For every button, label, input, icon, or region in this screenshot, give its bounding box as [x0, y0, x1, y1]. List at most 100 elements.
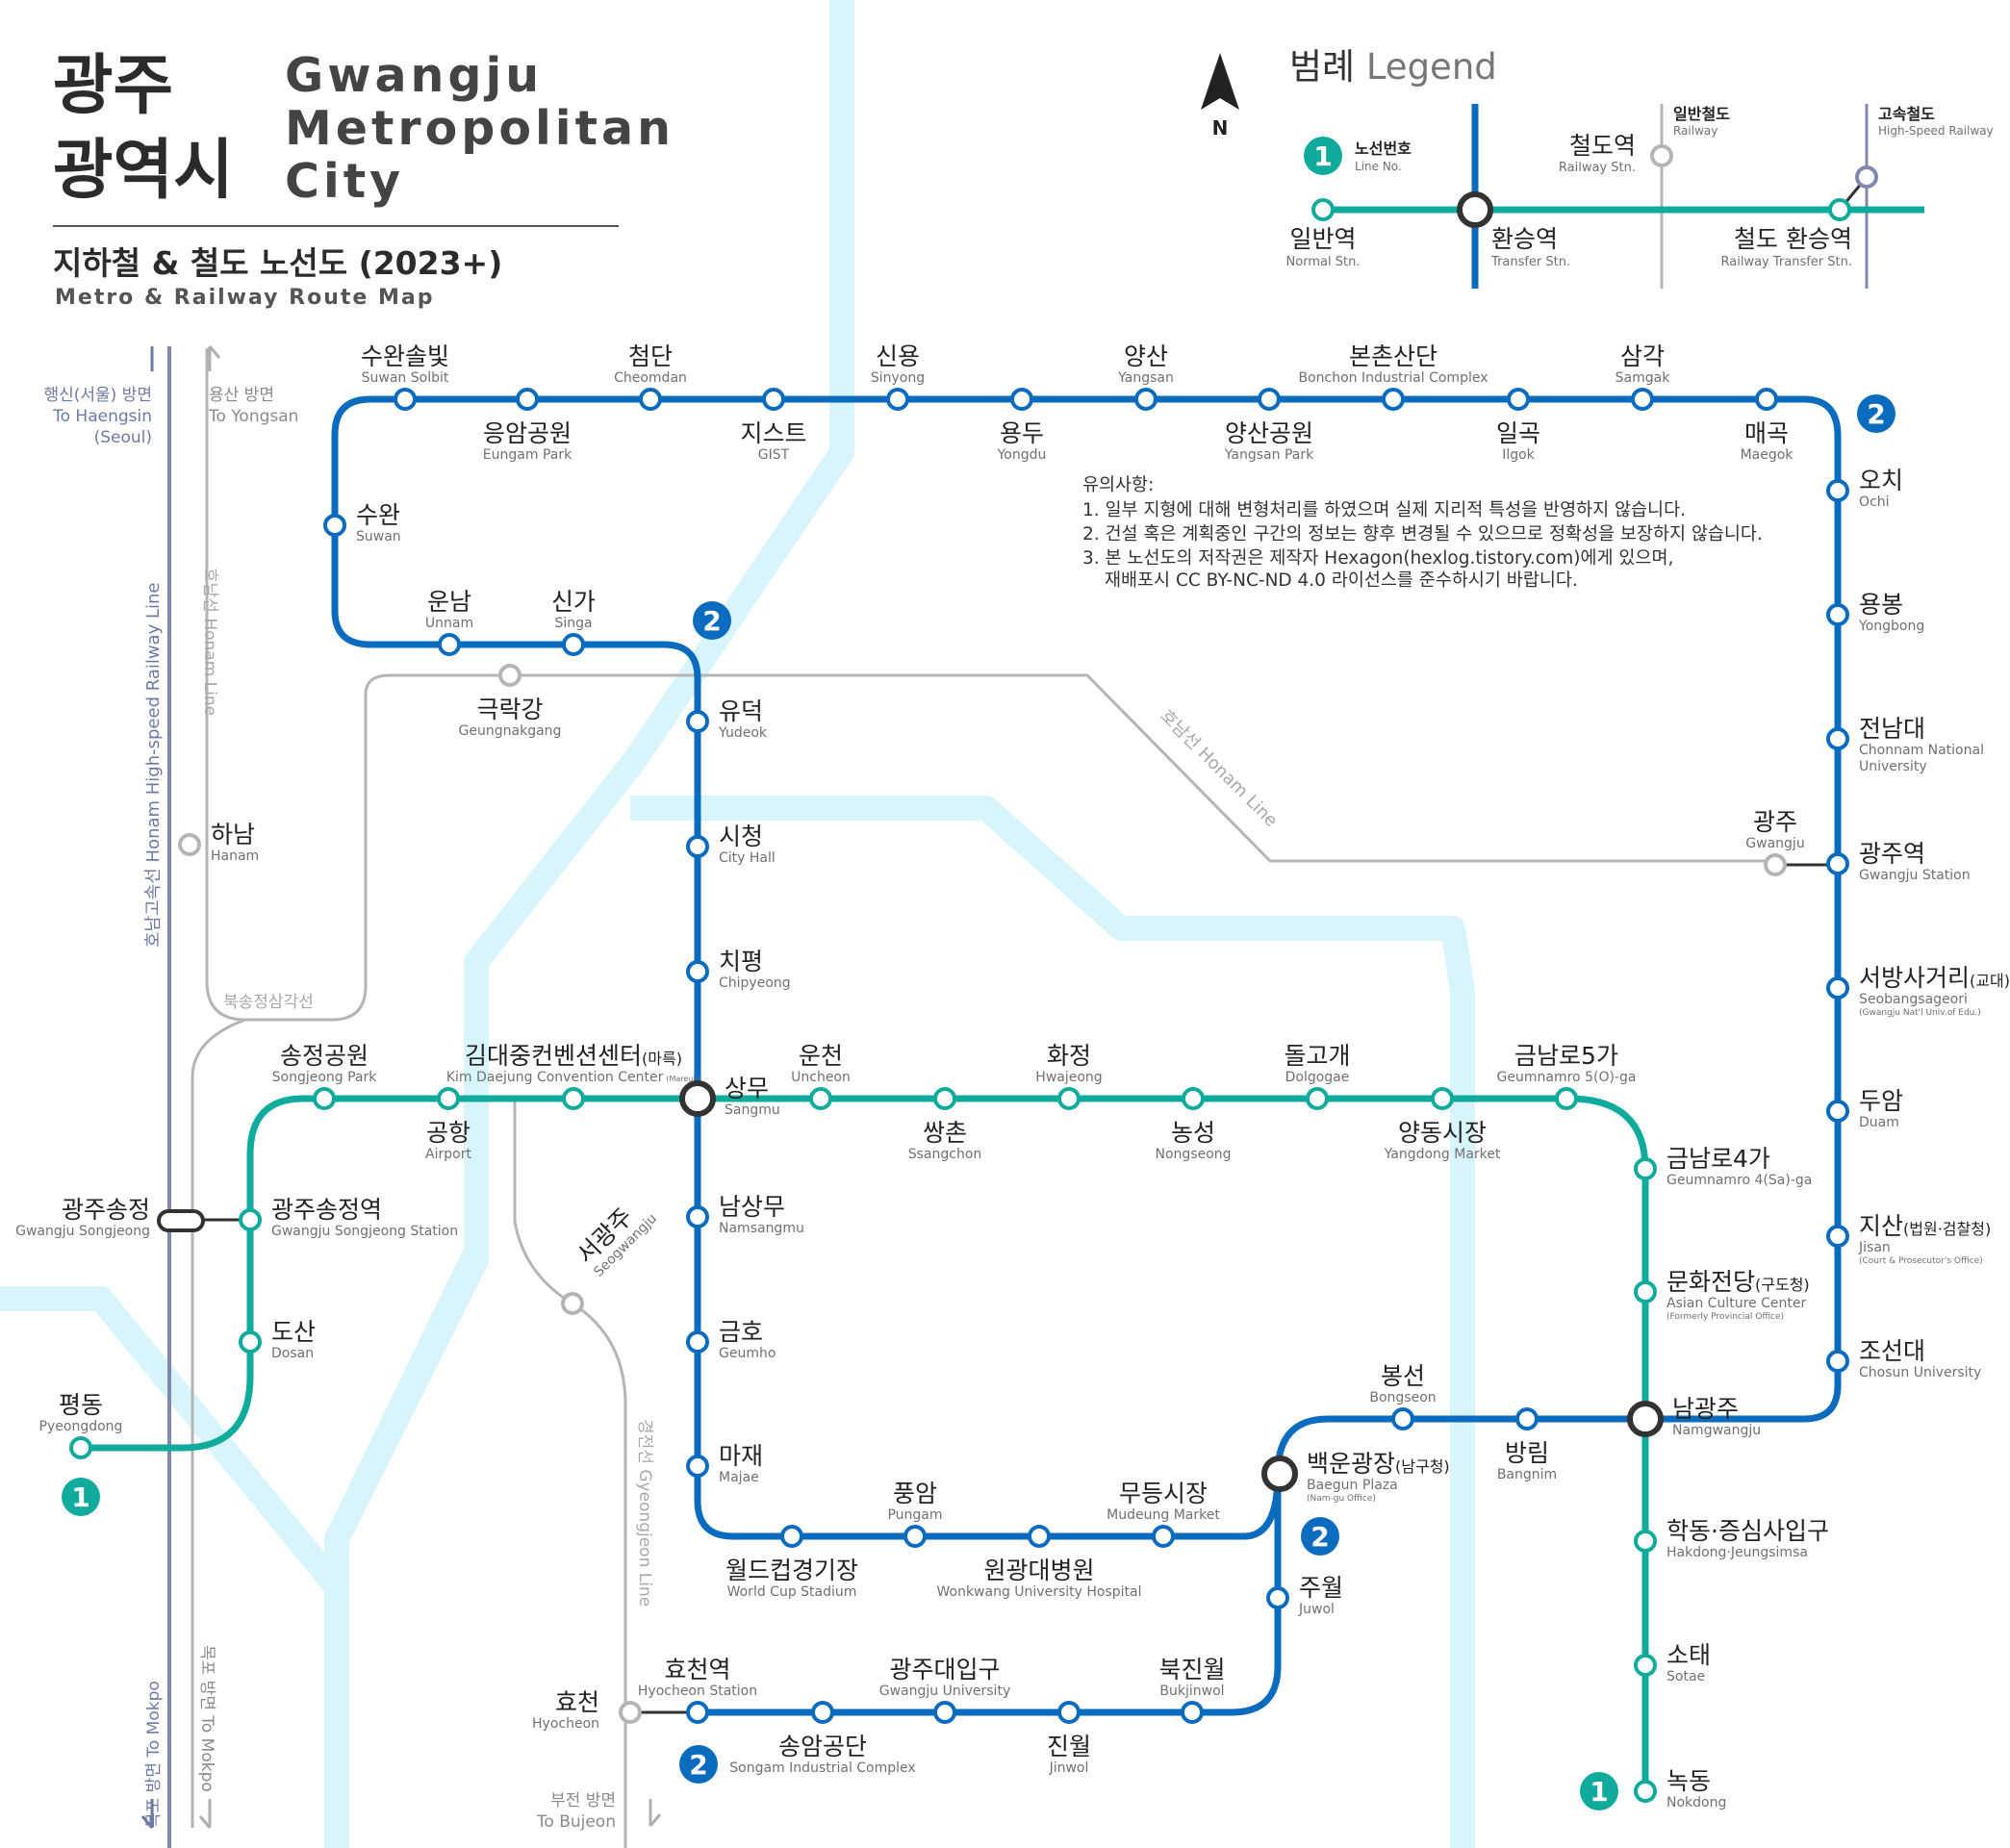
- station-yongbong-marker[interactable]: [1826, 603, 1849, 626]
- station-namgwangju-name-ko[interactable]: 남광주: [1672, 1395, 1739, 1423]
- station-asian-culture-center-name-ko[interactable]: 문화전당(구도청): [1667, 1268, 1810, 1296]
- station-baegun-plaza-name-ko[interactable]: 백운광장(남구청): [1307, 1450, 1450, 1478]
- station-eungam-park-name-ko[interactable]: 응암공원: [483, 419, 572, 447]
- station-hyocheon-station-marker[interactable]: [686, 1701, 709, 1724]
- station-juwol-name-ko[interactable]: 주월: [1299, 1574, 1343, 1602]
- station-sangmu-name-ko[interactable]: 상무: [725, 1075, 769, 1102]
- station-seogwangju-marker[interactable]: [561, 1292, 584, 1315]
- transfer-baegun[interactable]: [1261, 1456, 1298, 1492]
- station-yangsan-park-name-ko[interactable]: 양산공원: [1225, 419, 1313, 447]
- station-geungnakgang-name-ko[interactable]: 극락강: [476, 696, 543, 723]
- station-airport-marker[interactable]: [437, 1087, 460, 1110]
- station-ochi-marker[interactable]: [1826, 479, 1849, 502]
- station-kim-daejung-convention-center-marker[interactable]: [562, 1087, 585, 1110]
- station-gwangju-station-marker[interactable]: [1826, 852, 1849, 875]
- station-suwan-marker[interactable]: [323, 514, 346, 537]
- station-yangdong-market-marker[interactable]: [1431, 1087, 1454, 1110]
- station-geumho-marker[interactable]: [686, 1330, 709, 1354]
- station-pyeongdong-marker[interactable]: [69, 1436, 92, 1459]
- station-dosan-name-ko[interactable]: 도산: [271, 1318, 316, 1346]
- station-gwangju-songjeong-station-marker[interactable]: [239, 1208, 262, 1231]
- station-world-cup-stadium-name-ko[interactable]: 월드컵경기장: [725, 1557, 858, 1584]
- station-geumho-name-ko[interactable]: 금호: [719, 1318, 763, 1346]
- station-hyocheon-station-name-ko[interactable]: 효천역: [664, 1656, 730, 1683]
- station-gwangju-marker[interactable]: [1764, 853, 1787, 876]
- station-airport-name-ko[interactable]: 공항: [426, 1119, 471, 1147]
- station-yangsan-name-ko[interactable]: 양산: [1124, 342, 1168, 370]
- station-hyocheon-marker[interactable]: [619, 1701, 642, 1724]
- station-singa-name-ko[interactable]: 신가: [551, 588, 596, 616]
- station-yangsan-park-marker[interactable]: [1258, 388, 1281, 411]
- station-sinyong-name-ko[interactable]: 신용: [876, 342, 920, 370]
- station-nongseong-name-ko[interactable]: 농성: [1171, 1119, 1215, 1147]
- station-chosun-university-marker[interactable]: [1826, 1350, 1849, 1373]
- station-geumnamro-4-sa-ga-name-ko[interactable]: 금남로4가: [1667, 1145, 1770, 1173]
- station-dosan-marker[interactable]: [239, 1330, 262, 1354]
- station-hakdong-jeungsimsa-marker[interactable]: [1634, 1530, 1657, 1553]
- station-seobangsageori-marker[interactable]: [1826, 976, 1849, 1000]
- station-suwan-solbit-marker[interactable]: [394, 388, 417, 411]
- station-hakdong-jeungsimsa-name-ko[interactable]: 학동·증심사입구: [1667, 1517, 1829, 1545]
- station-songam-industrial-complex-marker[interactable]: [811, 1701, 834, 1724]
- station-bukjinwol-name-ko[interactable]: 북진월: [1158, 1656, 1225, 1683]
- station-suwan-solbit-name-ko[interactable]: 수완솔빛: [361, 342, 449, 370]
- station-bonchon-industrial-complex-marker[interactable]: [1382, 388, 1405, 411]
- station-unnam-name-ko[interactable]: 운남: [427, 588, 471, 616]
- station-pungam-marker[interactable]: [903, 1525, 927, 1548]
- station-songjeong-park-name-ko[interactable]: 송정공원: [280, 1042, 369, 1070]
- station-ilgok-name-ko[interactable]: 일곡: [1496, 419, 1540, 447]
- station-asian-culture-center-marker[interactable]: [1634, 1280, 1657, 1304]
- station-pungam-name-ko[interactable]: 풍암: [893, 1480, 937, 1507]
- station-ilgok-marker[interactable]: [1507, 388, 1530, 411]
- station-sotae-marker[interactable]: [1634, 1654, 1657, 1677]
- transfer-gwangju-songjeong[interactable]: [157, 1209, 205, 1232]
- station-geumnamro-4-sa-ga-marker[interactable]: [1634, 1157, 1657, 1180]
- station-hwajeong-name-ko[interactable]: 화정: [1047, 1042, 1091, 1070]
- station-ssangchon-name-ko[interactable]: 쌍촌: [923, 1119, 967, 1147]
- station-ochi-name-ko[interactable]: 오치: [1859, 467, 1903, 494]
- station-yudeok-name-ko[interactable]: 유덕: [719, 697, 763, 725]
- station-jinwol-marker[interactable]: [1057, 1701, 1081, 1724]
- station-duam-name-ko[interactable]: 두암: [1859, 1087, 1903, 1115]
- station-jisan-name-ko[interactable]: 지산(법원·검찰청): [1859, 1212, 1991, 1240]
- station-bongseon-name-ko[interactable]: 봉선: [1381, 1362, 1425, 1390]
- station-hanam-name-ko[interactable]: 하남: [211, 821, 255, 848]
- station-sotae-name-ko[interactable]: 소태: [1667, 1641, 1711, 1669]
- station-bangnim-name-ko[interactable]: 방림: [1505, 1439, 1549, 1467]
- station-city-hall-marker[interactable]: [686, 835, 709, 858]
- station-cheomdan-marker[interactable]: [639, 388, 662, 411]
- station-geumnamro-5-o-ga-marker[interactable]: [1555, 1087, 1578, 1110]
- station-chonnam-national-marker[interactable]: [1826, 727, 1849, 750]
- station-yongdu-name-ko[interactable]: 용두: [1000, 419, 1044, 447]
- station-bongseon-marker[interactable]: [1391, 1407, 1414, 1430]
- station-jinwol-name-ko[interactable]: 진월: [1047, 1733, 1091, 1760]
- station-eungam-park-marker[interactable]: [516, 388, 539, 411]
- station-bonchon-industrial-complex-name-ko[interactable]: 본촌산단: [1349, 342, 1438, 370]
- station-yangdong-market-name-ko[interactable]: 양동시장: [1398, 1119, 1487, 1147]
- station-majae-name-ko[interactable]: 마재: [719, 1442, 763, 1470]
- station-namsangmu-marker[interactable]: [686, 1205, 709, 1228]
- station-mudeung-market-marker[interactable]: [1152, 1525, 1175, 1548]
- transfer-sangmu[interactable]: [679, 1080, 716, 1117]
- station-chipyeong-name-ko[interactable]: 치평: [719, 948, 763, 975]
- station-yongbong-name-ko[interactable]: 용봉: [1859, 591, 1903, 619]
- station-jisan-marker[interactable]: [1826, 1225, 1849, 1248]
- station-majae-marker[interactable]: [686, 1455, 709, 1478]
- station-nokdong-marker[interactable]: [1634, 1780, 1657, 1803]
- station-hyocheon-name-ko[interactable]: 효천: [555, 1688, 599, 1716]
- station-gwangju-songjeong-station-name-ko[interactable]: 광주송정역: [271, 1196, 382, 1224]
- station-gwangju-songjeong-name-ko[interactable]: 광주송정: [62, 1196, 150, 1224]
- station-pyeongdong-name-ko[interactable]: 평동: [59, 1391, 103, 1419]
- station-nokdong-name-ko[interactable]: 녹동: [1667, 1767, 1711, 1795]
- station-samgak-marker[interactable]: [1631, 388, 1654, 411]
- station-bukjinwol-marker[interactable]: [1181, 1701, 1204, 1724]
- station-namsangmu-name-ko[interactable]: 남상무: [719, 1193, 785, 1221]
- station-unnam-marker[interactable]: [438, 633, 461, 656]
- station-kim-daejung-convention-center-name-ko[interactable]: 김대중컨벤션센터(마륵): [465, 1042, 682, 1070]
- station-nongseong-marker[interactable]: [1182, 1087, 1205, 1110]
- station-wonkwang-university-hospital-marker[interactable]: [1028, 1525, 1051, 1548]
- station-gist-name-ko[interactable]: 지스트: [740, 419, 806, 447]
- station-dolgogae-marker[interactable]: [1306, 1087, 1329, 1110]
- station-uncheon-marker[interactable]: [809, 1087, 832, 1110]
- station-songam-industrial-complex-name-ko[interactable]: 송암공단: [778, 1733, 867, 1760]
